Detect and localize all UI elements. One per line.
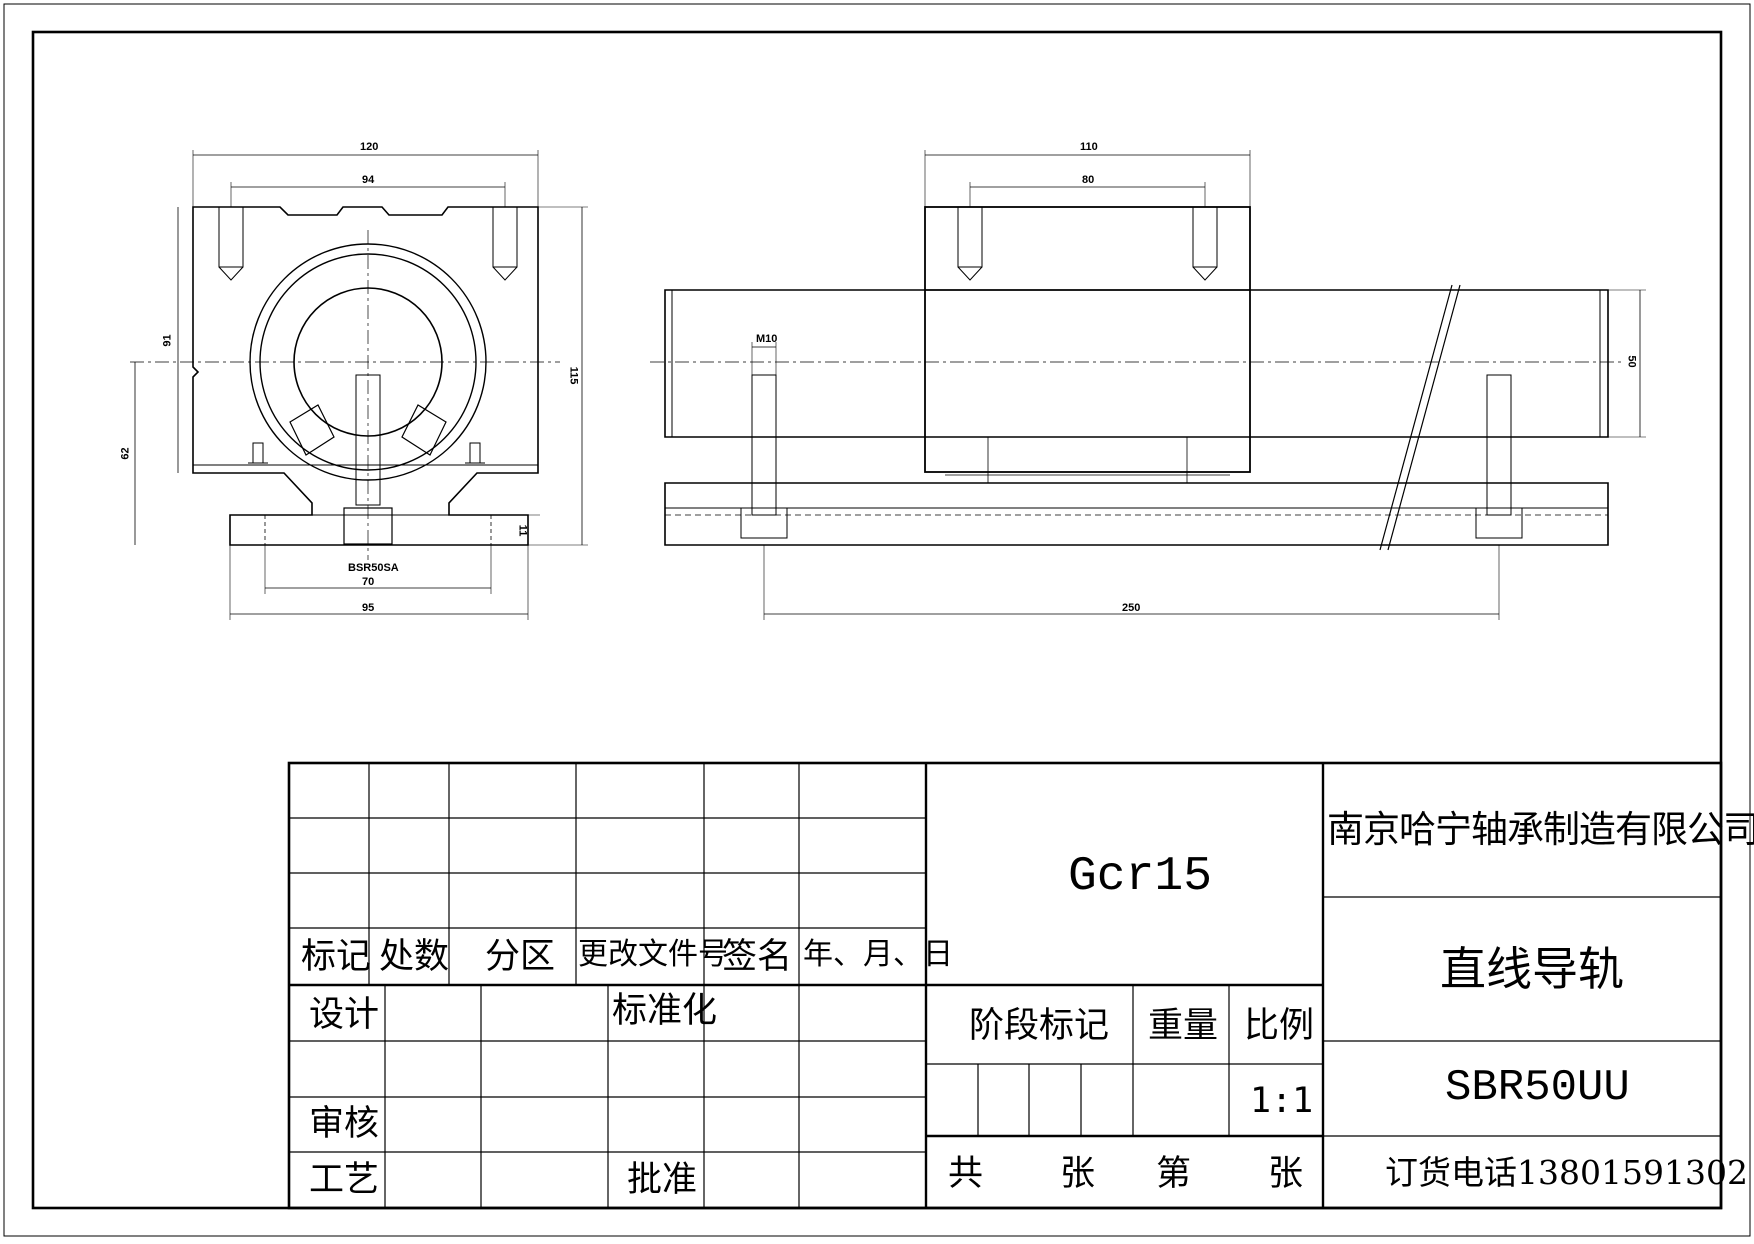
side-view xyxy=(650,150,1646,620)
label-standardization: 标准化 xyxy=(612,991,718,1031)
dim-62: 62 xyxy=(119,447,132,460)
label-weight: 重量 xyxy=(1148,1006,1219,1046)
inner-border xyxy=(31,30,1723,1210)
label-sheet-no: 第 xyxy=(1156,1154,1192,1194)
product-name: 直线导轨 xyxy=(1440,942,1624,996)
rev-header-zone: 分区 xyxy=(485,937,556,977)
label-sheets-total: 共 xyxy=(948,1154,984,1194)
outer-border xyxy=(3,3,1751,1237)
label-scale: 比例 xyxy=(1244,1006,1315,1046)
rev-header-doc-no: 更改文件号 xyxy=(578,937,728,972)
rev-header-date: 年、月、日 xyxy=(803,937,953,972)
label-approve: 批准 xyxy=(627,1160,698,1200)
title-block-grid xyxy=(287,761,1723,1210)
label-review: 审核 xyxy=(309,1104,380,1144)
order-phone: 订货电话13801591302 xyxy=(1385,1153,1748,1192)
end-view xyxy=(130,150,588,620)
dim-95: 95 xyxy=(362,602,375,614)
model-number: SBR50UU xyxy=(1445,1063,1630,1113)
model-label-bsr50sa: BSR50SA xyxy=(348,562,399,574)
dim-110: 110 xyxy=(1080,141,1098,153)
dim-50: 50 xyxy=(1625,355,1638,368)
label-stage-mark: 阶段标记 xyxy=(969,1006,1110,1046)
dim-m10: M10 xyxy=(756,333,778,345)
dim-70: 70 xyxy=(362,576,375,588)
material-value: Gcr15 xyxy=(1068,850,1213,904)
dim-250: 250 xyxy=(1122,602,1141,614)
dim-91: 91 xyxy=(161,334,174,347)
rev-header-mark: 标记 xyxy=(301,937,372,977)
label-design: 设计 xyxy=(309,995,380,1035)
dim-11: 11 xyxy=(516,524,529,537)
rev-header-signature: 签名 xyxy=(722,937,793,977)
dim-94: 94 xyxy=(362,174,375,186)
dim-120: 120 xyxy=(360,141,379,153)
company-name: 南京哈宁轴承制造有限公司 xyxy=(1327,808,1754,851)
scale-value: 1:1 xyxy=(1250,1081,1314,1121)
label-sheet-unit-b: 张 xyxy=(1268,1154,1304,1194)
dim-80: 80 xyxy=(1082,174,1095,186)
label-sheet-unit-a: 张 xyxy=(1060,1154,1096,1194)
label-process: 工艺 xyxy=(309,1160,380,1200)
rev-header-count: 处数 xyxy=(379,937,450,977)
dim-115: 115 xyxy=(567,366,580,385)
